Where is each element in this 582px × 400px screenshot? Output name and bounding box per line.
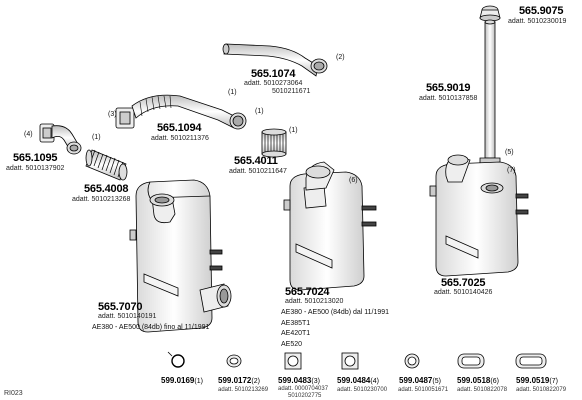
sleeve-clamp-icon: [226, 354, 242, 368]
curved-pipe-565-1074: [222, 43, 328, 77]
part-code-565-9019: 565.9019: [426, 82, 471, 94]
part-sub-565-1095: adatt. 5010137902: [6, 165, 65, 172]
accessory-sub-599-0483-a: adatt. 0000704037: [278, 386, 329, 392]
gasket-square-icon-2: [341, 352, 359, 370]
accessory-icons: [167, 351, 547, 370]
part-sub-565-7025: adatt. 5010140426: [434, 289, 493, 296]
flex-pipe-565-1094: [115, 94, 247, 130]
accessory-599-0487: 599.0487(5): [399, 376, 441, 386]
qty-565-7025-b: (7): [507, 167, 516, 174]
note-565-7024-1: AE380 - AE500 (84db) dal 11/1991: [281, 309, 390, 316]
part-sub-565-9019: adatt. 5010137858: [419, 95, 478, 102]
accessory-599-0484: 599.0484(4): [337, 376, 379, 386]
flexible-hose-565-4011: [261, 128, 287, 158]
part-code-565-7070: 565.7070: [98, 301, 143, 313]
part-sub-565-9075: adatt. 5010230019: [508, 18, 567, 25]
part-sub-565-1074-b: 5010211671: [272, 88, 311, 95]
tailpipe-565-9019: [479, 19, 501, 170]
accessory-sub-599-0487: adatt. 5010051671: [398, 387, 449, 393]
part-sub-565-4011: adatt. 5010211647: [229, 168, 287, 175]
qty-565-1095: (4): [24, 131, 33, 138]
qty-565-1094-a: (3): [108, 111, 117, 118]
muffler-565-7024: [283, 161, 377, 291]
qty-565-1094-b: (1): [228, 89, 237, 96]
accessory-599-0169: 599.0169(1): [161, 376, 203, 386]
accessory-599-0519: 599.0519(7): [516, 376, 558, 386]
accessory-sub-599-0519: adatt. 5010822079: [516, 387, 567, 393]
flexible-hose-565-4008: [85, 149, 128, 181]
rain-cap-565-9075: [479, 5, 501, 22]
qty-565-1094-c: (1): [255, 108, 264, 115]
part-code-565-1094: 565.1094: [157, 122, 202, 134]
note-565-7024-2: AE385T1: [281, 320, 311, 327]
note-565-7024-3: AE420T1: [281, 330, 311, 337]
part-code-565-1074: 565.1074: [251, 68, 296, 80]
note-565-7070: AE380 - AE500 (84db) fino al 11/1991: [92, 324, 210, 331]
clamp-icon: [167, 351, 185, 368]
part-code-565-1095: 565.1095: [13, 152, 58, 164]
qty-565-1074: (2): [336, 54, 345, 61]
part-sub-565-7024: adatt. 5010213020: [285, 298, 344, 305]
strap-clamp-icon-2: [515, 353, 547, 369]
accessory-sub-599-0484: adatt. 5010230700: [337, 387, 388, 393]
qty-565-4008: (1): [92, 134, 101, 141]
part-code-565-7025: 565.7025: [441, 277, 486, 289]
part-code-565-4011: 565.4011: [234, 155, 278, 167]
muffler-565-7070: [129, 179, 232, 333]
part-code-565-4008: 565.4008: [84, 183, 129, 195]
part-code-565-9075: 565.9075: [519, 5, 564, 17]
accessory-sub-599-0172: adatt. 5010213269: [218, 387, 269, 393]
part-sub-565-4008: adatt. 5010213268: [72, 196, 131, 203]
qty-565-7024: (6): [349, 177, 358, 184]
drawing-reference: RI023: [4, 390, 23, 397]
gasket-square-icon: [284, 352, 302, 370]
accessory-599-0172: 599.0172(2): [218, 376, 260, 386]
qty-565-4011: (1): [289, 127, 298, 134]
ring-gasket-icon: [404, 353, 420, 369]
accessory-599-0518: 599.0518(6): [457, 376, 499, 386]
accessory-sub-599-0518: adatt. 5010822078: [457, 387, 508, 393]
note-565-7024-4: AE520: [281, 341, 303, 348]
part-sub-565-7070: adatt. 5010140191: [98, 313, 157, 320]
muffler-565-7025: [429, 154, 529, 277]
part-sub-565-1094: adatt. 5010211376: [151, 135, 209, 142]
strap-clamp-icon: [457, 353, 485, 369]
part-code-565-7024: 565.7024: [285, 286, 330, 298]
qty-565-7025-a: (5): [505, 149, 514, 156]
elbow-565-1095: [39, 123, 82, 155]
accessory-sub-599-0483-b: 5010202775: [288, 393, 322, 399]
part-sub-565-1074-a: adatt. 5010273064: [244, 80, 303, 87]
accessory-599-0483: 599.0483(3): [278, 376, 320, 386]
